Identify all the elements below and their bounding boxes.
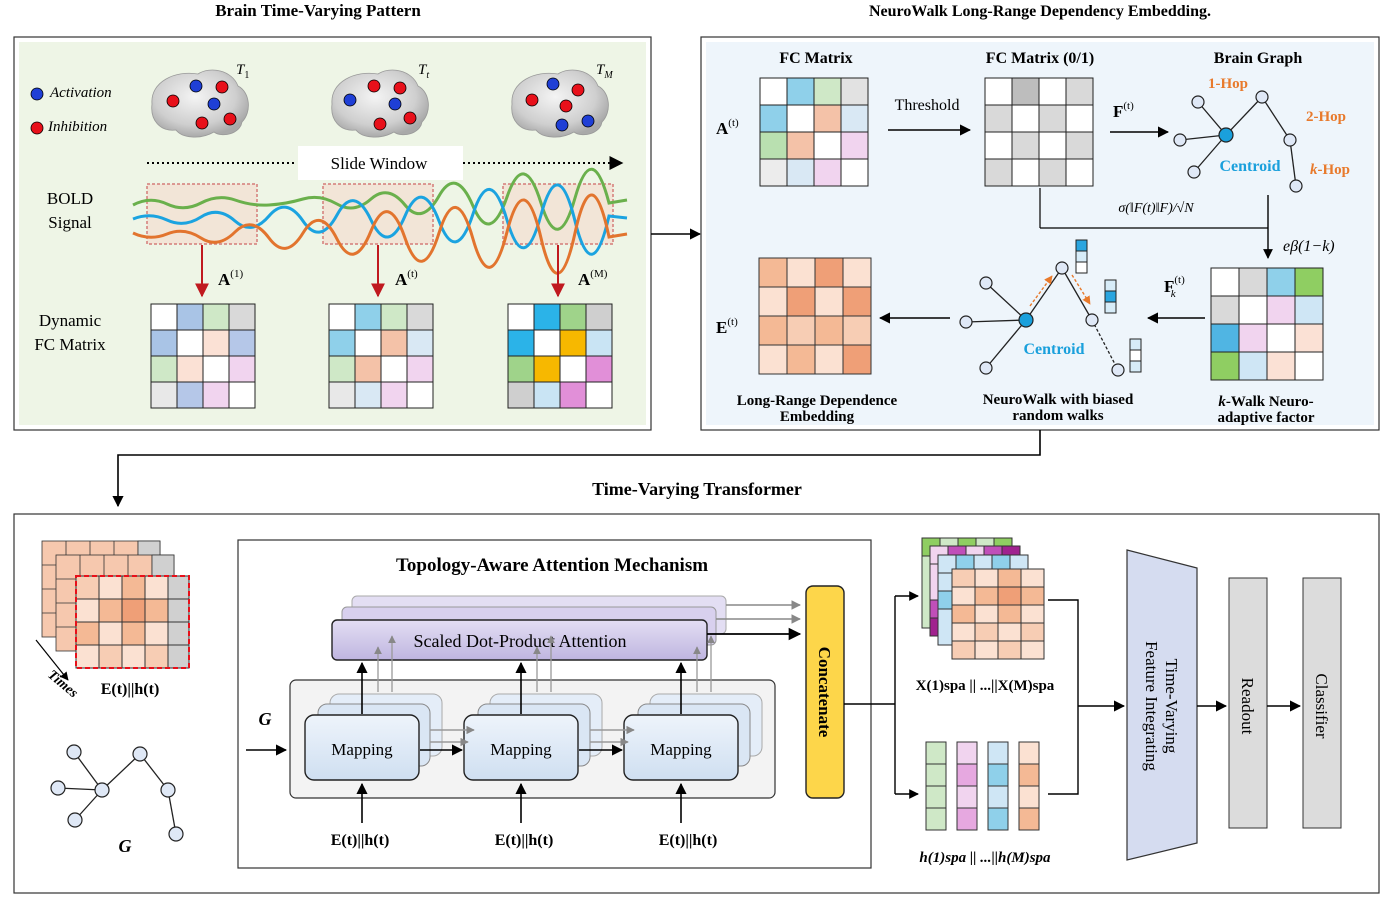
threshold-label: Threshold: [895, 97, 960, 114]
fc-matrix-title: FC Matrix: [779, 50, 852, 67]
sdpa-label: Scaled Dot-Product Attention: [414, 631, 627, 651]
dynamic-fc-matrix-m: [507, 303, 613, 409]
graph-g: [50, 744, 184, 842]
brain-graph: [1173, 90, 1303, 193]
concatenate-block: [805, 585, 845, 799]
x-spa-stack: [921, 537, 1045, 660]
readout-block: [1228, 577, 1268, 829]
mapping-label: Mapping: [331, 740, 393, 759]
mapping-group-3: Mapping: [623, 693, 763, 781]
embedding-matrix: [758, 257, 872, 375]
fc-matrix-binary: [984, 77, 1094, 187]
centroid-walk-label: Centroid: [1023, 341, 1084, 358]
time-label-1: T1: [236, 62, 249, 81]
neurowalk-label-2: random walks: [1012, 408, 1103, 424]
mapping-label: Mapping: [650, 740, 712, 759]
mapping-group-1: Mapping: [304, 693, 443, 781]
legend-activation: Activation: [49, 85, 112, 101]
input-label-3: E(t)||h(t): [659, 832, 718, 849]
input-label-2: E(t)||h(t): [495, 832, 554, 849]
brain-icon: Tt: [331, 62, 429, 138]
input-label-1: E(t)||h(t): [331, 832, 390, 849]
fc-matrix-label: FC Matrix: [34, 335, 106, 354]
f-t-label: F(t): [1113, 100, 1134, 121]
kwalk-label-1: k-Walk Neuro-: [1218, 394, 1313, 410]
fc-matrix: [759, 77, 869, 187]
a-t-label: A(t): [716, 117, 739, 138]
stacked-embeddings: [41, 540, 190, 669]
am-label: A(M): [578, 268, 608, 289]
tam-title: Topology-Aware Attention Mechanism: [396, 555, 708, 576]
classifier-label: Classifier: [1312, 673, 1331, 738]
fk-matrix: [1210, 267, 1324, 381]
dynamic-fc-matrix-1: [150, 303, 256, 409]
h-spa-columns: [925, 741, 1040, 831]
panel-brain-time-varying: Activation Inhibition T1 Tt: [13, 36, 652, 431]
a1-label: A(1): [218, 268, 243, 289]
dynamic-label: Dynamic: [39, 311, 102, 330]
panel-time-varying-transformer: Times E(t)||h(t) G Topology-Aware Attent…: [13, 513, 1380, 894]
graph-g-label: G: [119, 836, 132, 856]
e-t-label: E(t): [716, 316, 738, 337]
fk-label: F(t)k: [1164, 274, 1185, 300]
centroid-label: Centroid: [1219, 158, 1280, 175]
tvfi-block: [1126, 549, 1198, 861]
panel3-title: Time-Varying Transformer: [592, 479, 802, 499]
g-input-label: G: [259, 709, 272, 729]
signal-label: Signal: [48, 213, 92, 232]
exp-formula: eβ(1−k): [1283, 238, 1335, 255]
panel2-title: NeuroWalk Long-Range Dependency Embeddin…: [869, 3, 1211, 20]
time-label-t: Tt: [418, 62, 429, 81]
brain-graph-title: Brain Graph: [1214, 50, 1303, 67]
tvfi-label-1: Time-Varying: [1162, 659, 1181, 754]
concatenate-label: Concatenate: [815, 647, 834, 738]
h-spa-label: h(1)spa || ...||h(M)spa: [919, 850, 1051, 866]
stack-label: E(t)||h(t): [101, 681, 160, 698]
tvfi-label-2: Feature Integrating: [1142, 641, 1161, 771]
x-spa-label: X(1)spa || ...||X(M)spa: [916, 678, 1055, 694]
classifier-block: [1302, 577, 1342, 829]
sdpa-block: [331, 619, 708, 661]
lrde-label-2: Embedding: [780, 409, 855, 425]
slide-window-label: Slide Window: [331, 154, 428, 173]
hop1-label: 1-Hop: [1208, 76, 1248, 92]
hopk-label: k-Hop: [1310, 162, 1350, 178]
panel1-title: Brain Time-Varying Pattern: [215, 1, 421, 20]
lrde-label-1: Long-Range Dependence: [737, 393, 898, 409]
bold-label: BOLD: [47, 189, 93, 208]
brain-icon: T1: [151, 62, 249, 138]
kwalk-label-2: adaptive factor: [1217, 410, 1314, 426]
sigma-formula: σ(‖F(t)‖F)/√N: [1118, 201, 1194, 216]
neurowalk-label-1: NeuroWalk with biased: [983, 392, 1134, 408]
mapping-label: Mapping: [490, 740, 552, 759]
hop2-label: 2-Hop: [1306, 109, 1346, 125]
at-label: A(t): [395, 268, 418, 289]
fc-matrix-binary-title: FC Matrix (0/1): [986, 50, 1094, 67]
neurowalk-graph: [959, 239, 1142, 377]
mapping-group-2: Mapping: [463, 693, 603, 781]
dynamic-fc-matrix-t: [328, 303, 434, 409]
time-label-m: TM: [596, 62, 613, 81]
readout-label: Readout: [1238, 678, 1257, 735]
brain-icon: TM: [511, 62, 613, 138]
panel-neurowalk: FC Matrix FC Matrix (0/1) Brain Graph A(…: [700, 36, 1380, 431]
legend-inhibition: Inhibition: [47, 119, 107, 135]
